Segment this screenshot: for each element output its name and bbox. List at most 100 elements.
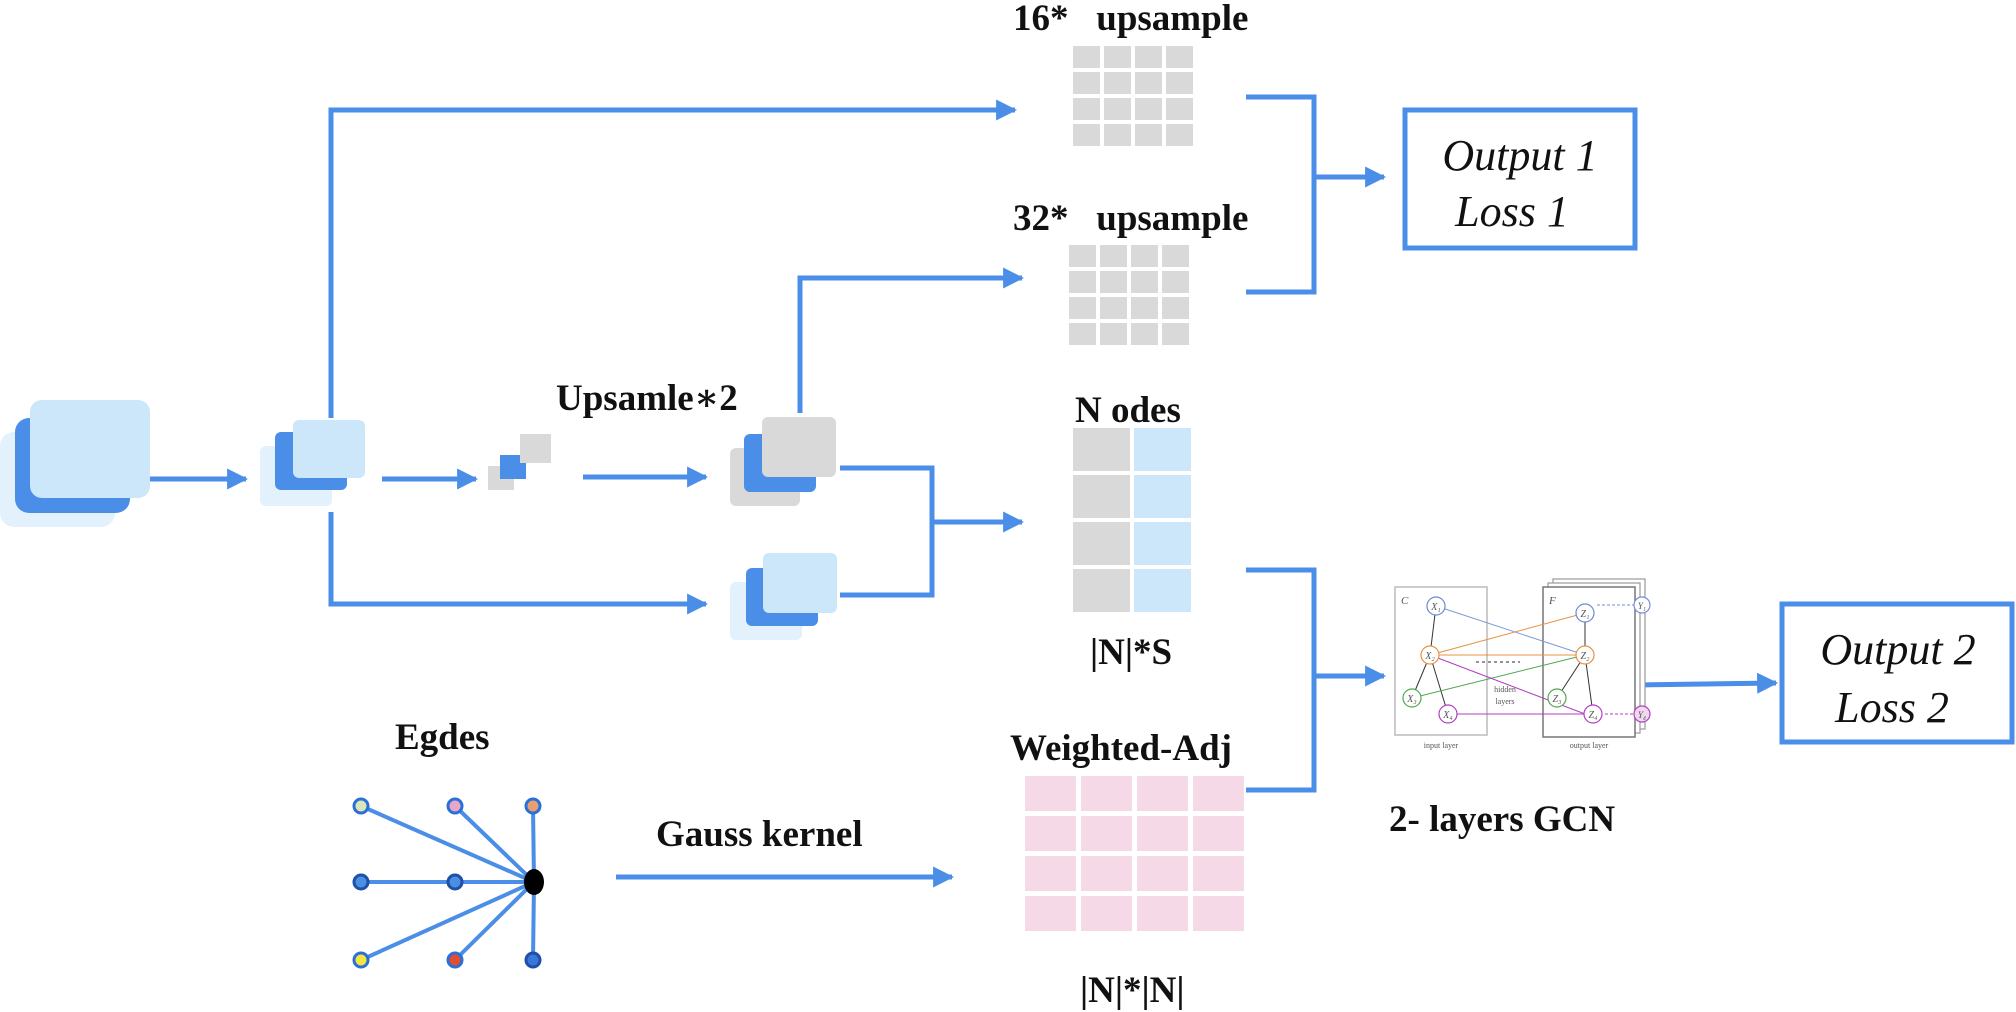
grid-cell: [1081, 816, 1132, 851]
gcn-target-label: Y₁: [1638, 601, 1646, 611]
gcn-input-node: [1438, 704, 1458, 724]
gcn-hidden-label: layers: [1495, 697, 1514, 706]
grid-cell: [1162, 271, 1189, 293]
grid-cell: [1135, 46, 1162, 68]
gcn-label: 2- layers GCN: [1389, 799, 1615, 840]
output2-label: Output 2: [1820, 625, 1975, 674]
edge-node: [524, 951, 542, 969]
upsample-32-grid: [1069, 245, 1189, 345]
gcn-output-node: [1575, 603, 1595, 623]
output1-label: Output 1: [1442, 131, 1597, 180]
grid-cell: [1162, 323, 1189, 345]
nodes-matrix: [1073, 428, 1191, 612]
grid-cell: [1193, 776, 1244, 811]
nodes-dimension-label: |N|*S: [1090, 632, 1172, 673]
output1-box: Output 1 Loss 1: [1402, 107, 1638, 251]
nodes-label: N odes: [1075, 390, 1181, 431]
grid-cell: [1100, 245, 1127, 267]
grid-cell: [1069, 323, 1096, 345]
grid-cell: [1073, 72, 1100, 94]
gcn-node-label: Z₂: [1580, 651, 1590, 662]
grid-cell: [1069, 297, 1096, 319]
edge-node: [446, 873, 464, 891]
edge-node: [352, 873, 370, 891]
input-feature-stack: [0, 400, 150, 527]
grid-cell: [1025, 896, 1076, 931]
grid-cell: [1166, 72, 1193, 94]
gcn-output-node: [1583, 704, 1603, 724]
edge-node: [352, 797, 370, 815]
grid-cell: [1134, 475, 1191, 518]
grid-cell: [1025, 856, 1076, 891]
gcn-node-label: X₄: [1442, 710, 1453, 721]
edge-node: [446, 797, 464, 815]
grid-cell: [1073, 522, 1130, 565]
gcn-input-caption: input layer: [1424, 741, 1459, 750]
bracket-graph: [1246, 567, 1317, 793]
gcn-target-node: [1633, 705, 1651, 723]
grid-cell: [1104, 98, 1131, 120]
grid-cell: [1073, 475, 1130, 518]
grid-cell: [1081, 896, 1132, 931]
loss2-label: Loss 2: [1834, 683, 1949, 732]
grid-cell: [1073, 124, 1100, 146]
edges-label: Egdes: [395, 717, 490, 758]
grid-cell: [1137, 856, 1188, 891]
gcn-figure: C F X₁ X₂ X₃ X₄: [1394, 578, 1651, 750]
edge-center-node: [524, 869, 544, 895]
connectors: [150, 94, 1779, 888]
grid-cell: [1135, 72, 1162, 94]
grid-cell: [1131, 271, 1158, 293]
grid-cell: [1081, 776, 1132, 811]
grid-cell: [1073, 98, 1100, 120]
grid-cell: [1069, 271, 1096, 293]
arrow-skip-connection: [328, 512, 709, 615]
gcn-node-label: X₃: [1406, 694, 1417, 705]
gcn-node-label: Z₁: [1580, 609, 1589, 620]
gcn-output-panel-letter: F: [1548, 595, 1556, 607]
edge-node: [524, 797, 542, 815]
grid-cell: [1134, 569, 1191, 612]
grid-cell: [1100, 271, 1127, 293]
grid-cell: [1100, 297, 1127, 319]
grid-cell: [1104, 124, 1131, 146]
grid-cell: [1104, 46, 1131, 68]
gcn-output-caption: output layer: [1570, 741, 1609, 750]
gcn-input-node: [1420, 645, 1440, 665]
grid-cell: [1073, 569, 1130, 612]
gcn-target-node: [1633, 596, 1651, 614]
arrow-to-upsample32: [797, 267, 1025, 413]
upsample-16-grid: [1073, 46, 1193, 146]
grid-cell: [1166, 46, 1193, 68]
grid-cell: [1134, 522, 1191, 565]
grid-cell: [1025, 776, 1076, 811]
gcn-node-label: X₂: [1424, 651, 1435, 662]
upsample-2-label: Upsamle∗2: [556, 378, 738, 419]
grid-cell: [1193, 816, 1244, 851]
weighted-adj-label: Weighted-Adj: [1010, 728, 1232, 769]
grid-cell: [1025, 816, 1076, 851]
upsampled-feature-stack: [730, 417, 836, 506]
gcn-output-node: [1575, 645, 1595, 665]
grid-cell: [1193, 896, 1244, 931]
bracket-upsample: [1246, 94, 1317, 295]
grid-cell: [1162, 245, 1189, 267]
grid-cell: [1135, 98, 1162, 120]
grid-cell: [1131, 245, 1158, 267]
grid-cell: [1193, 856, 1244, 891]
arrow-to-upsample16: [328, 99, 1018, 418]
gcn-node-label: Z₄: [1588, 710, 1598, 721]
skip-feature-stack: [730, 553, 837, 640]
grid-cell: [1162, 297, 1189, 319]
loss1-label: Loss 1: [1454, 187, 1569, 236]
grid-cell: [1131, 323, 1158, 345]
arrow-to-output2: [1635, 672, 1779, 694]
edges-graph: [352, 797, 544, 969]
grid-cell: [1137, 776, 1188, 811]
grid-cell: [1166, 98, 1193, 120]
grid-cell: [1131, 297, 1158, 319]
gcn-output-node: [1547, 688, 1567, 708]
upsample-16-label: 16* upsample: [1013, 0, 1248, 39]
gcn-node-label: X₁: [1430, 602, 1441, 613]
